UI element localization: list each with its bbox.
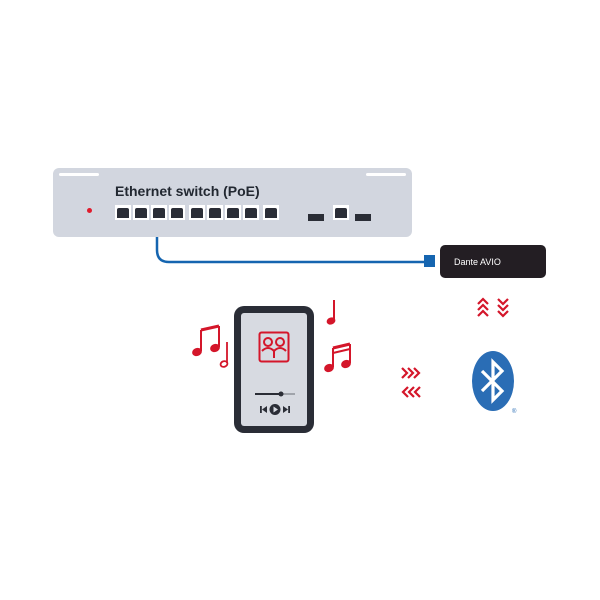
registered-mark: ®	[512, 408, 517, 415]
music-note-double-icon	[324, 342, 351, 373]
ethernet-switch: Ethernet switch (PoE)	[53, 168, 412, 237]
rj45-port	[151, 205, 167, 220]
switch-label: Ethernet switch (PoE)	[115, 183, 260, 199]
phone-screen	[241, 313, 307, 426]
media-player	[255, 391, 295, 415]
music-note-hollow-icon	[219, 342, 229, 368]
rj45-port	[133, 205, 149, 220]
rj45-port	[333, 205, 349, 220]
chevrons-right-icon	[401, 367, 421, 379]
rj45-port	[263, 205, 279, 220]
status-led	[87, 208, 92, 213]
horizontal-data-arrows	[401, 367, 421, 398]
next-track-icon	[283, 406, 290, 413]
switch-mount-notch	[366, 173, 406, 176]
cable-connector	[424, 255, 435, 267]
music-note-single-icon	[326, 300, 336, 325]
music-note-beamed-icon	[192, 324, 220, 357]
rj45-port	[243, 205, 259, 220]
cable-line	[155, 237, 425, 264]
bluetooth-icon: ®	[472, 351, 517, 415]
dante-avio-device: Dante AVIO	[440, 245, 546, 278]
smartphone	[234, 306, 314, 433]
app-logo-icon	[258, 331, 290, 363]
rj45-port	[189, 205, 205, 220]
vertical-data-arrows	[477, 297, 509, 318]
progress-knob	[278, 391, 284, 397]
rj45-port	[169, 205, 185, 220]
chevrons-left-icon	[401, 386, 421, 398]
chevrons-up-icon	[477, 297, 489, 317]
rj45-port	[207, 205, 223, 220]
music-notes	[192, 300, 351, 373]
sfp-port	[355, 214, 371, 221]
rj45-port	[115, 205, 131, 220]
previous-track-icon	[260, 406, 267, 413]
dante-avio-label: Dante AVIO	[454, 257, 501, 267]
switch-mount-notch	[59, 173, 99, 176]
rj45-port	[225, 205, 241, 220]
sfp-port	[308, 214, 324, 221]
play-icon	[269, 404, 281, 415]
chevrons-down-icon	[497, 298, 509, 318]
